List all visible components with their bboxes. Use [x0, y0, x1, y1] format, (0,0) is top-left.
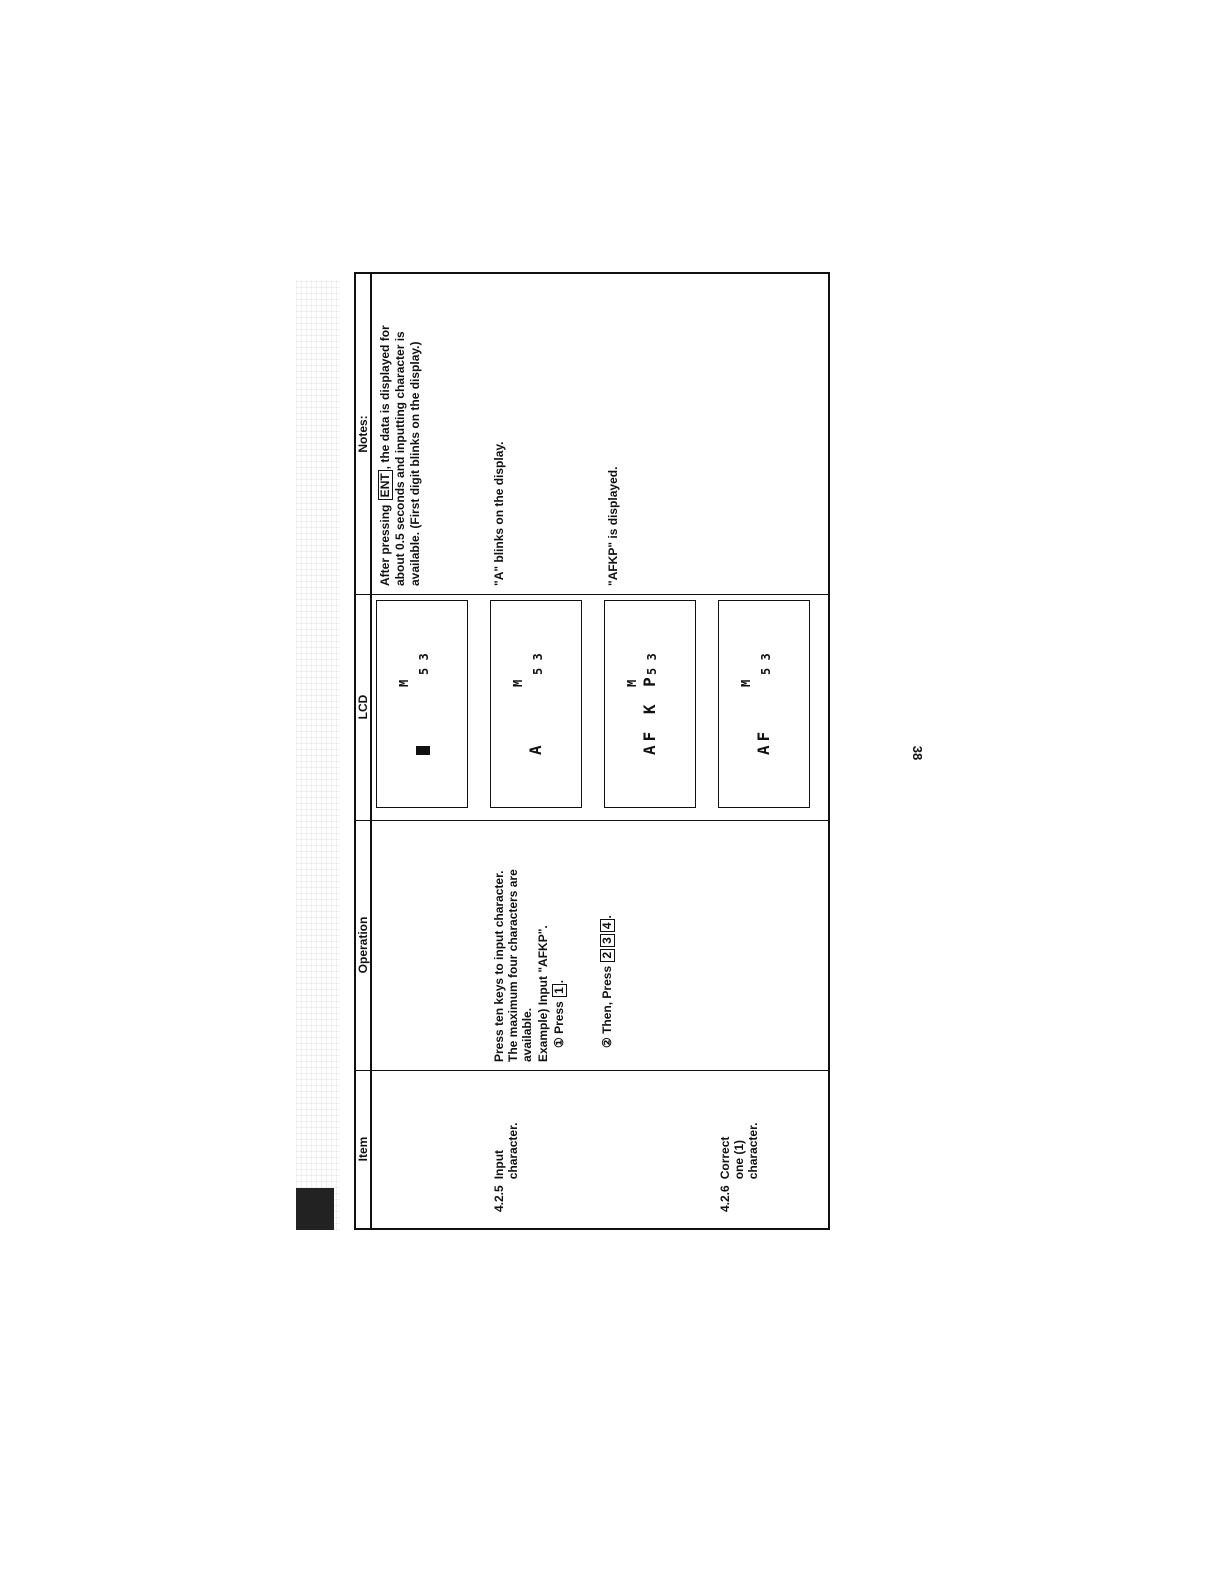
item-number: 4.2.6 [718, 1185, 732, 1212]
lcd-chars: AF K P [640, 673, 659, 755]
item-4-2-5: 4.2.5 Input character. [492, 1082, 520, 1212]
lcd-display: A M 5 3 [490, 600, 582, 808]
lcd-chars: AF [754, 727, 773, 755]
header-row: Item Operation LCD Notes: [356, 274, 372, 1228]
operation-step-2: ② Then, Press 234. [600, 915, 615, 1048]
scan-mark [296, 1188, 334, 1230]
lcd-display: AF K P M 5 3 [604, 600, 696, 808]
lcd-number: 5 3 [645, 653, 659, 675]
lcd-mode: M [511, 679, 525, 687]
item-number: 4.2.5 [492, 1185, 506, 1212]
note-text: available. (First digit blinks on the di… [408, 341, 422, 587]
lcd-display: AF M 5 3 [718, 600, 810, 808]
page-number: 38 [910, 745, 925, 761]
scan-noise [296, 280, 340, 1230]
key-4: 4 [600, 919, 615, 933]
header-notes: Notes: [356, 415, 370, 453]
header-lcd: LCD [356, 694, 370, 720]
operation-column [356, 820, 828, 1070]
key-3: 3 [600, 934, 615, 947]
lcd-mode: M [625, 679, 639, 687]
key-2: 2 [600, 948, 615, 962]
item-title: Input character. [492, 1122, 521, 1180]
cursor-block-icon [415, 746, 430, 755]
item-title: Correct one (1) character. [718, 1122, 761, 1180]
operation-example: Example) Input "AFKP". [536, 925, 550, 1062]
rotated-page: Item Operation LCD Notes: M 5 3 After pr… [354, 272, 830, 1230]
lcd-number: 5 3 [417, 653, 431, 675]
lcd-mode: M [397, 679, 411, 687]
lcd-display: M 5 3 [376, 600, 468, 808]
operation-step-1: ① Press 1. [552, 979, 567, 1048]
note-text: about 0.5 seconds and inputting characte… [393, 331, 407, 586]
lcd-chars [413, 746, 432, 755]
key-1: 1 [552, 984, 567, 997]
item-4-2-6: 4.2.6 Correct one (1) character. [718, 1082, 760, 1212]
note-text: After pressing ENT, the data is displaye… [378, 325, 393, 586]
key-ent: ENT [378, 470, 393, 501]
note-text: "AFKP" is displayed. [606, 466, 620, 586]
lcd-number: 5 3 [531, 653, 545, 675]
lcd-mode: M [739, 679, 753, 687]
operation-text: Press ten keys to input character. The m… [492, 869, 535, 1062]
lcd-chars: A [526, 741, 545, 755]
procedure-table: Item Operation LCD Notes: M 5 3 After pr… [354, 272, 830, 1230]
header-operation: Operation [356, 916, 370, 974]
lcd-number: 5 3 [759, 653, 773, 675]
header-item: Item [356, 1136, 370, 1162]
note-text: "A" blinks on the display. [492, 441, 506, 586]
notes-column [356, 274, 828, 594]
